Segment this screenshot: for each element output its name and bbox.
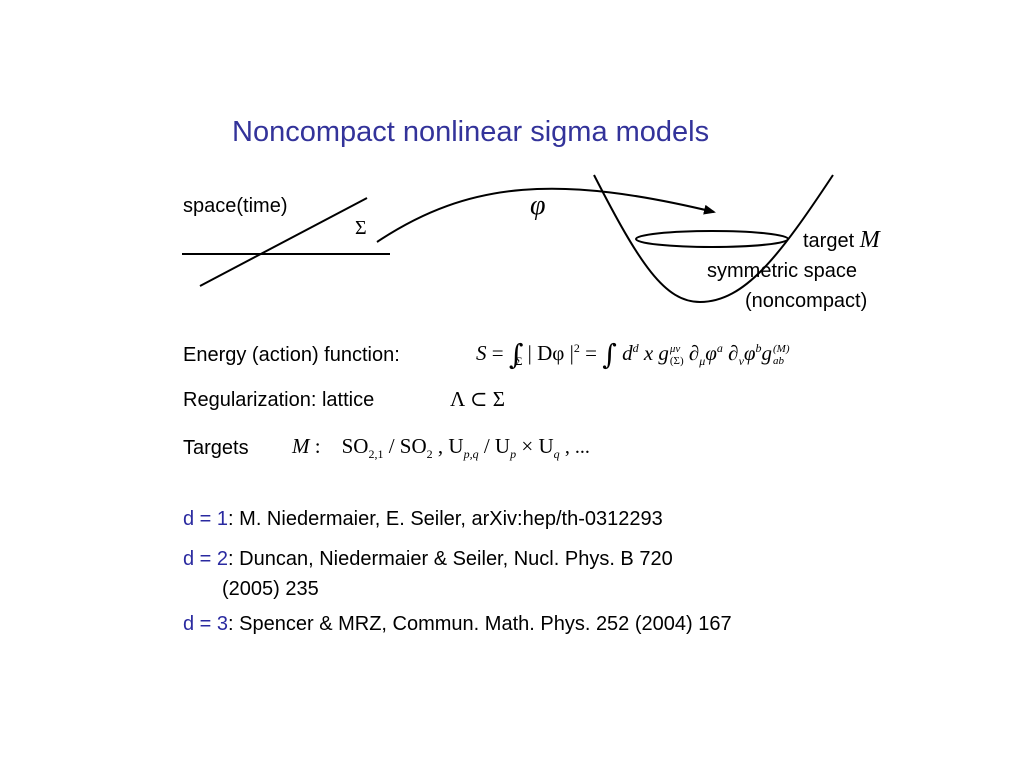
u-pq-sub: p,q xyxy=(463,447,479,462)
formula-nu: ν xyxy=(738,354,744,369)
formula-eq-1: = xyxy=(491,341,504,365)
u-p-sub: p xyxy=(510,447,517,462)
formula-g: g xyxy=(658,341,669,365)
targets-m: M xyxy=(292,434,310,458)
comma-1: , xyxy=(437,434,444,458)
ref-d1-text: : M. Niedermaier, E. Seiler, arXiv:hep/t… xyxy=(228,508,663,530)
target-m-symbol: M xyxy=(859,227,880,253)
u-q-sub: q xyxy=(553,447,560,462)
targets-colon: : xyxy=(314,434,321,458)
so21: SO xyxy=(341,434,369,458)
formula-s: S xyxy=(476,341,487,365)
ref-d2-key: d = 2 xyxy=(183,548,229,570)
regularization-expr: Λ ⊂ Σ xyxy=(450,387,506,411)
formula-x: x xyxy=(643,341,654,365)
target-text: target xyxy=(803,230,855,252)
target-desc-2: (noncompact) xyxy=(745,290,868,312)
sigma-model-diagram xyxy=(182,174,834,304)
formula-a: a xyxy=(716,341,723,355)
regularization-label: Regularization: lattice xyxy=(183,389,375,411)
formula-phi-b: φ xyxy=(743,341,756,365)
ref-d2: d = 2: Duncan, Niedermaier & Seiler, Nuc… xyxy=(183,548,673,571)
so2: SO xyxy=(399,434,427,458)
integral-2: ∫ xyxy=(602,338,617,371)
targets-formula: M : SO2,1 / SO2 , Up,q / Up × Uq , ... xyxy=(292,434,590,462)
formula-g-sup: μν xyxy=(669,343,681,356)
so21-sub: 2,1 xyxy=(368,447,384,462)
ref-d2-cont: (2005) 235 xyxy=(222,578,319,600)
formula-g-sub: (Σ) xyxy=(669,355,684,368)
sigma-symbol: Σ xyxy=(355,217,367,239)
space-label: space(time) xyxy=(183,195,288,217)
u-q: U xyxy=(538,434,554,458)
slash-2: / xyxy=(483,434,490,458)
targets-label: Targets xyxy=(183,437,249,459)
formula-square: 2 xyxy=(573,341,580,355)
target-ellipse xyxy=(635,230,789,248)
formula-partial-1: ∂ xyxy=(688,341,700,365)
integral-1: ∫ xyxy=(508,338,524,371)
formula-mu: μ xyxy=(699,354,706,369)
formula-g2-sub: ab xyxy=(773,355,785,368)
ref-d1-key: d = 1 xyxy=(183,508,229,530)
ref-d3-key: d = 3 xyxy=(183,613,229,635)
times: × xyxy=(521,434,534,458)
energy-label: Energy (action) function: xyxy=(183,344,400,366)
ref-d1: d = 1: M. Niedermaier, E. Seiler, arXiv:… xyxy=(183,508,663,531)
formula-partial-2: ∂ xyxy=(728,341,739,365)
formula-eq-2: = xyxy=(585,341,597,365)
formula-b: b xyxy=(755,341,762,355)
u-p: U xyxy=(494,434,511,458)
target-bowl xyxy=(593,174,834,304)
map-arrow xyxy=(376,187,716,243)
so2-sub: 2 xyxy=(426,447,433,462)
target-label: target M xyxy=(803,227,880,254)
integral-sub: Σ xyxy=(515,354,523,369)
formula-d: d xyxy=(622,341,633,365)
formula-d-sup: d xyxy=(632,341,639,355)
formula-dphi: | Dφ | xyxy=(527,341,574,365)
page-title: Noncompact nonlinear sigma models xyxy=(232,116,710,148)
targets-ellipsis: , ... xyxy=(564,436,590,458)
target-desc-1: symmetric space xyxy=(707,260,858,282)
space-diagonal-line xyxy=(199,197,368,287)
phi-symbol: φ xyxy=(530,190,546,221)
formula-g2: g xyxy=(761,341,773,365)
ref-d2-text: : Duncan, Niedermaier & Seiler, Nucl. Ph… xyxy=(228,548,673,570)
slash-1: / xyxy=(388,434,395,458)
ref-d3: d = 3: Spencer & MRZ, Commun. Math. Phys… xyxy=(183,613,732,636)
formula-phi-a: φ xyxy=(705,341,717,365)
u-pq: U xyxy=(448,434,464,458)
ref-d3-text: : Spencer & MRZ, Commun. Math. Phys. 252… xyxy=(228,613,732,635)
formula-g2-sup: (M) xyxy=(773,343,790,356)
